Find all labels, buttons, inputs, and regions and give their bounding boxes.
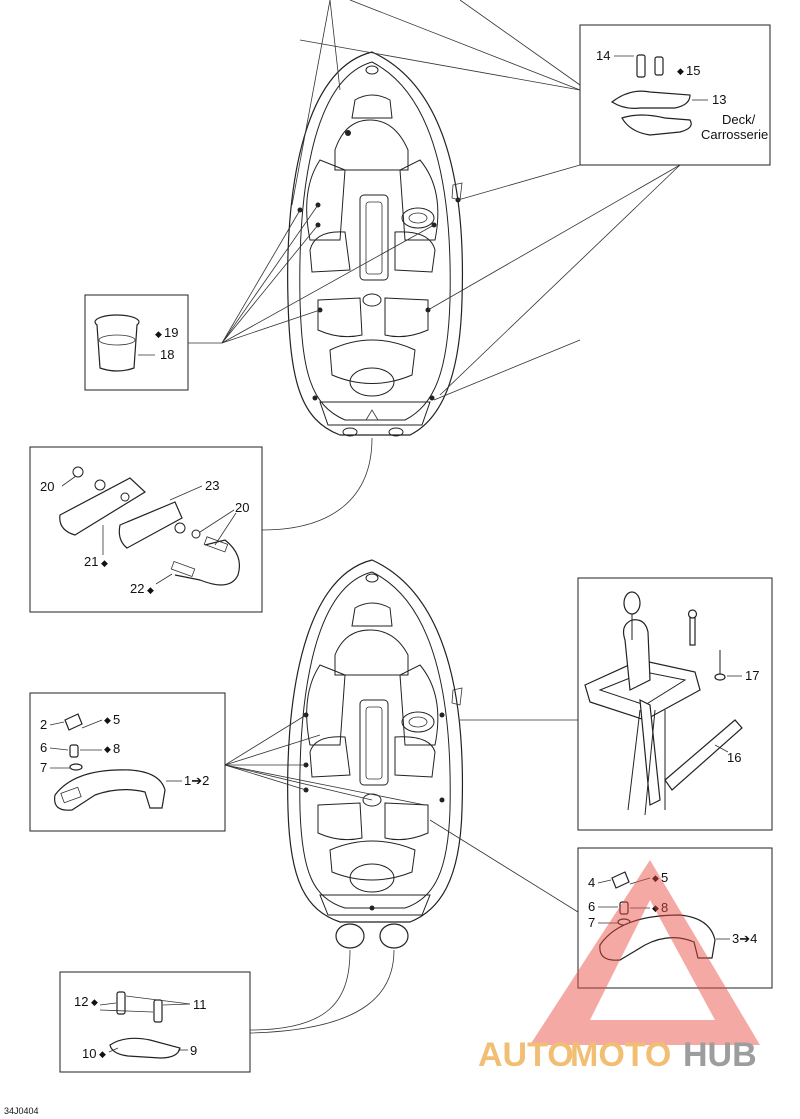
callout-4: 4: [588, 875, 595, 890]
callout-2: 2: [40, 717, 47, 732]
upper-deck: [287, 51, 464, 437]
box-rear-handle: 4 ◆ 5 6 ◆ 8 7 3➔4: [577, 847, 773, 989]
watermark-auto: AUTO: [478, 1036, 574, 1074]
callout-15: 15: [686, 63, 700, 78]
callout-6: 6: [40, 740, 47, 755]
oil-drop-icon: ◆: [91, 997, 98, 1007]
oil-drop-icon: ◆: [652, 873, 659, 883]
callout-14: 14: [596, 48, 610, 63]
callout-8: 8: [661, 900, 668, 915]
callout-13: 13: [712, 92, 726, 107]
lower-deck: [287, 559, 464, 949]
callout-3-to-4: 3➔4: [732, 931, 757, 946]
callout-10: 10: [82, 1046, 96, 1061]
oil-drop-icon: ◆: [104, 744, 111, 754]
callout-23: 23: [205, 478, 219, 493]
oil-drop-icon: ◆: [652, 903, 659, 913]
box-tow-eye: 20 23 20 21 ◆ 22 ◆: [29, 446, 263, 613]
callout-12: 12: [74, 994, 88, 1009]
upper-leader-lines: [188, 0, 681, 531]
callout-5: 5: [113, 712, 120, 727]
watermark-moto: MOTO: [570, 1036, 671, 1074]
oil-drop-icon: ◆: [101, 558, 108, 568]
callout-7: 7: [40, 760, 47, 775]
callout-22: 22: [130, 581, 144, 596]
callout-21: 21: [84, 554, 98, 569]
callout-7: 7: [588, 915, 595, 930]
box-cup-holder: ◆ 19 18: [84, 294, 189, 391]
callout-11: 11: [193, 997, 207, 1012]
oil-drop-icon: ◆: [677, 66, 684, 76]
oil-drop-icon: ◆: [155, 329, 162, 339]
box-rear-cleat: 12 ◆ 11 10 ◆ 9: [59, 971, 251, 1073]
callout-19: 19: [164, 325, 178, 340]
callout-18: 18: [160, 347, 174, 362]
callout-20: 20: [235, 500, 249, 515]
callout-16: 16: [727, 750, 741, 765]
label-deck: Deck/: [722, 112, 756, 127]
oil-drop-icon: ◆: [99, 1049, 106, 1059]
callout-20: 20: [40, 479, 54, 494]
watermark-hub: HUB: [683, 1036, 757, 1074]
label-carrosserie: Carrosserie: [701, 127, 768, 142]
callout-5: 5: [661, 870, 668, 885]
reference-code: 34J0404: [4, 1106, 39, 1116]
callout-9: 9: [190, 1043, 197, 1058]
box-steering-assembly: 17 16: [577, 577, 773, 831]
callout-8: 8: [113, 741, 120, 756]
lower-leader-lines: [224, 714, 579, 1034]
oil-drop-icon: ◆: [147, 585, 154, 595]
box-grab-handle: 2 ◆ 5 6 ◆ 8 7 1➔2: [29, 692, 226, 832]
callout-17: 17: [745, 668, 759, 683]
automotohub-watermark: AUTO MOTO HUB: [478, 860, 760, 1074]
box-cleat-assembly: 14 ◆ 15 13 Deck/ Carrosserie: [579, 24, 771, 166]
triangle-logo-icon: [530, 860, 760, 1045]
callout-1-to-2: 1➔2: [184, 773, 209, 788]
oil-drop-icon: ◆: [104, 715, 111, 725]
callout-6: 6: [588, 899, 595, 914]
